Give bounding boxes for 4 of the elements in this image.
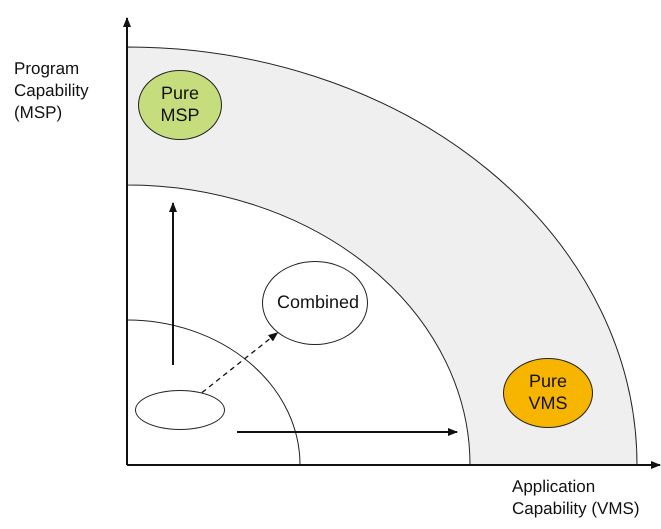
axis-label: Application Capability (VMS) [512,476,641,520]
axis-label: Program Capability (MSP) [14,58,90,124]
arrow [202,332,278,394]
ellipse-node: Combined [262,261,368,345]
